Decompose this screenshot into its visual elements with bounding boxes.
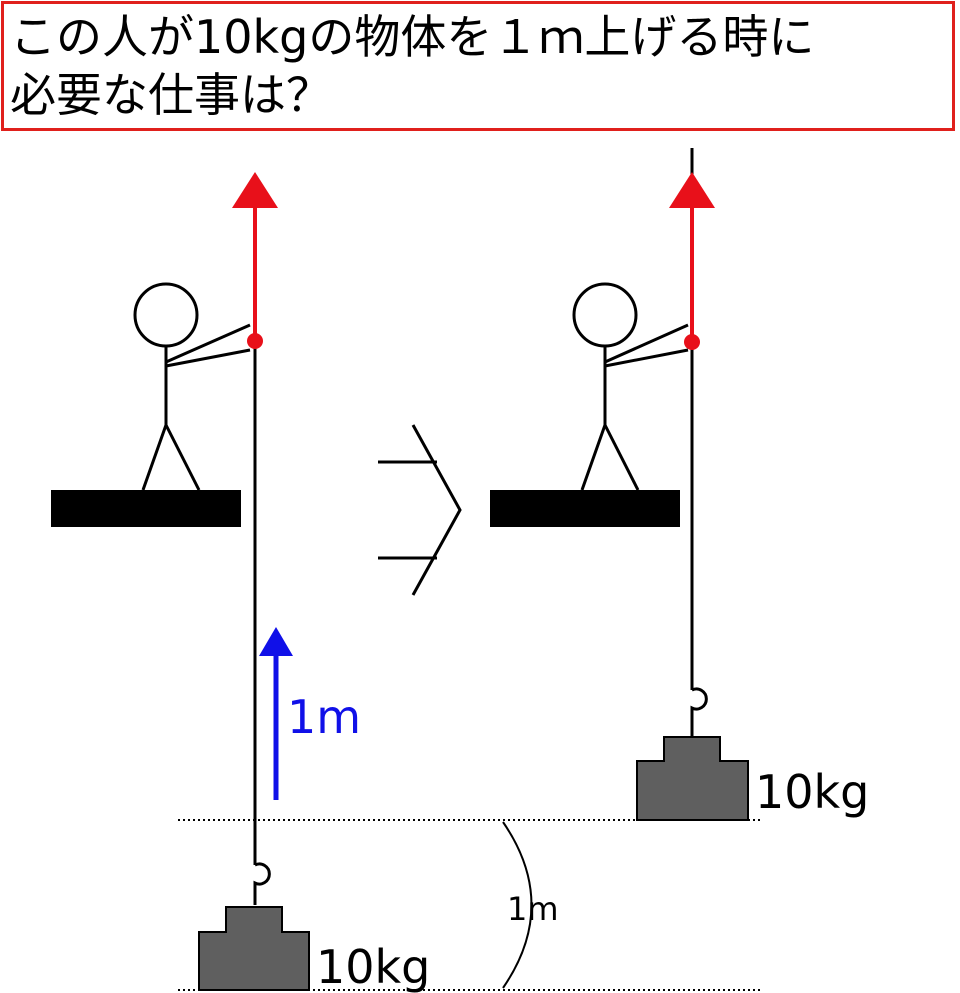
right-force-arrow-head (669, 172, 715, 208)
motion-arrow-head (259, 627, 293, 656)
left-weight (198, 906, 310, 991)
transition-arrow-icon (378, 424, 462, 596)
left-hook-icon (253, 862, 271, 905)
left-weight-label: 10kg (316, 940, 430, 993)
question-line-2: 必要な仕事は？ (10, 68, 332, 122)
left-platform (51, 490, 241, 527)
right-hook-icon (690, 687, 708, 736)
left-scene: 1m 10kg (51, 172, 430, 993)
question-line-1: この人が10kgの物体を１ｍ上げる時に (10, 10, 815, 64)
right-figure-head (572, 282, 638, 348)
question-box: この人が10kgの物体を１ｍ上げる時に 必要な仕事は？ (1, 1, 955, 131)
left-figure-leg-right (164, 424, 201, 491)
left-figure-arm-lower (165, 348, 251, 368)
left-stick-figure (133, 282, 251, 491)
right-grip-point (684, 334, 700, 350)
left-grip-point (247, 333, 263, 349)
left-force-arrow-head (232, 172, 278, 208)
right-figure-arm-upper (604, 323, 689, 364)
right-scene: 10kg (490, 148, 869, 821)
right-platform (490, 490, 680, 527)
height-reference: 1m (178, 819, 762, 991)
left-figure-arm-upper (165, 323, 251, 364)
right-figure-leg-left (580, 424, 607, 491)
right-weight-label: 10kg (755, 765, 869, 819)
right-figure-leg-right (603, 424, 640, 491)
height-bracket (502, 821, 533, 989)
left-figure-head (133, 282, 199, 348)
right-weight (636, 736, 749, 821)
left-figure-leg-left (141, 424, 168, 491)
right-stick-figure (572, 282, 689, 491)
height-gap-label: 1m (507, 890, 559, 928)
motion-distance-label: 1m (287, 690, 361, 744)
right-figure-arm-lower (604, 348, 689, 368)
